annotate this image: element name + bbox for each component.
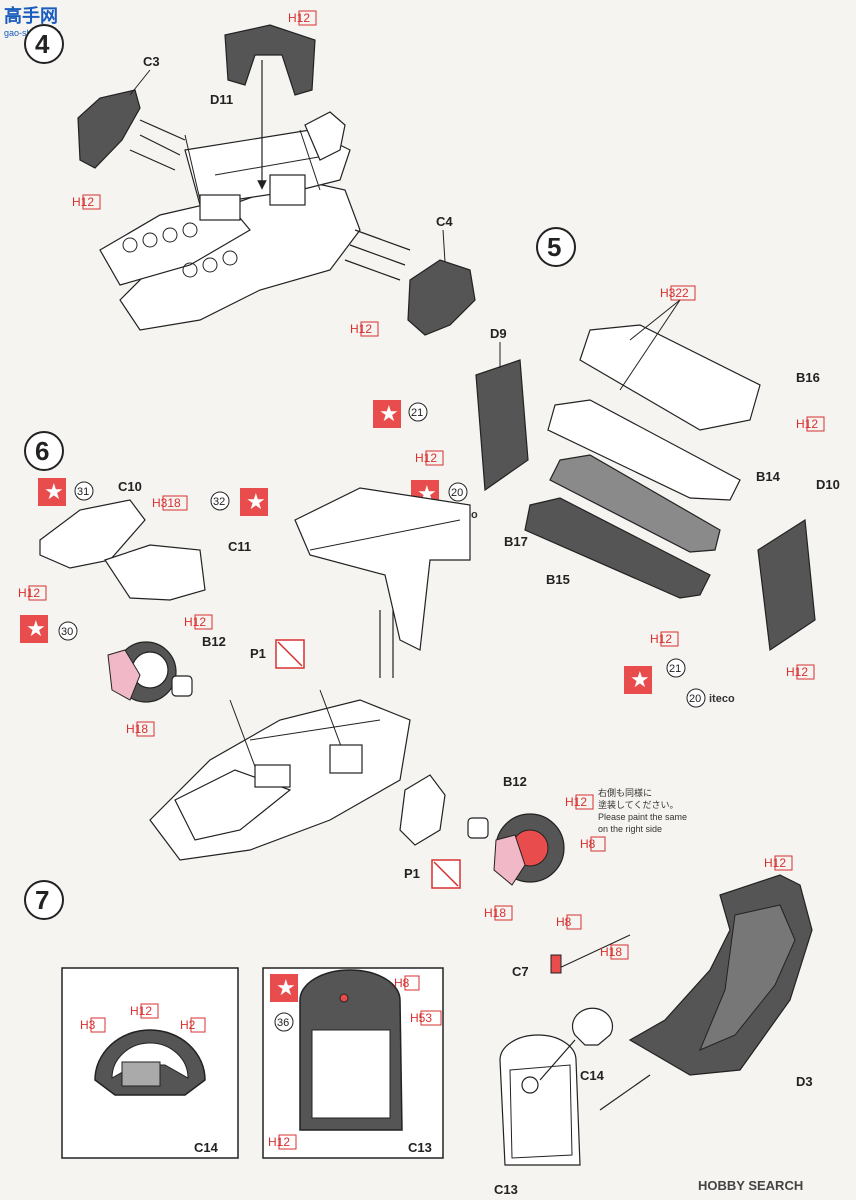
svg-text:★: ★ bbox=[44, 480, 64, 505]
note-en-1: Please paint the same bbox=[598, 812, 687, 822]
svg-text:★: ★ bbox=[630, 668, 650, 693]
color-b12-disc: H8 bbox=[580, 837, 596, 851]
step-6-number: 6 bbox=[35, 436, 49, 466]
label-c11: C11 bbox=[228, 539, 251, 554]
decal-20-d9: 20 bbox=[451, 487, 463, 499]
step-6: 6 C10 ★ 31 H318 H12 C11 32 ★ H12 ★ 30 B1… bbox=[18, 431, 687, 921]
site-logo-text: 高手网 bbox=[4, 5, 58, 26]
color-c7-top: H8 bbox=[556, 915, 572, 929]
part-d9 bbox=[475, 359, 529, 492]
color-c14-left: H3 bbox=[80, 1018, 96, 1032]
decal-20-d10: 20 bbox=[689, 693, 701, 705]
part-d11 bbox=[224, 24, 316, 96]
label-b16: B16 bbox=[796, 370, 820, 385]
label-b15: B15 bbox=[546, 572, 570, 587]
step-4: 4 D11 H12 C3 H12 C4 H12 bbox=[24, 10, 476, 337]
watermark-text: HOBBY SEARCH bbox=[698, 1178, 803, 1193]
step-5-number: 5 bbox=[547, 232, 561, 262]
label-c13: C13 bbox=[494, 1182, 518, 1197]
color-c14-right: H2 bbox=[180, 1018, 196, 1032]
label-c10: C10 bbox=[118, 479, 142, 494]
watermark: HOBBY SEARCH bbox=[698, 1178, 803, 1193]
decal-32: 32 bbox=[213, 496, 225, 508]
part-b14 bbox=[547, 399, 741, 501]
part-c13 bbox=[499, 1034, 581, 1166]
rear-wing bbox=[294, 487, 471, 651]
label-c13-detail: C13 bbox=[408, 1140, 432, 1155]
part-c14 bbox=[571, 1007, 614, 1046]
decal-21-d10: 21 bbox=[669, 663, 681, 675]
paint-star-c10 bbox=[38, 478, 66, 506]
decal-31: 31 bbox=[77, 486, 89, 498]
note-jp-1: 右側も同様に bbox=[598, 787, 652, 798]
paint-star-d10 bbox=[624, 666, 652, 694]
step-5: 5 D9 B16 H322 H12 B14 B17 B15 H12 D10 H1… bbox=[373, 227, 840, 708]
note-en-2: on the right side bbox=[598, 824, 662, 834]
part-c10 bbox=[39, 499, 146, 569]
svg-text:★: ★ bbox=[246, 490, 266, 515]
part-c11 bbox=[104, 544, 206, 601]
label-p1-left: P1 bbox=[250, 646, 266, 661]
part-b15 bbox=[524, 497, 711, 599]
step-7-number: 7 bbox=[35, 885, 49, 915]
label-c7: C7 bbox=[512, 964, 529, 979]
note-jp-2: 塗装してください。 bbox=[598, 799, 678, 810]
label-b17: B17 bbox=[504, 534, 528, 549]
label-d11: D11 bbox=[210, 92, 233, 107]
color-c10: H318 bbox=[152, 496, 181, 510]
part-b17 bbox=[549, 454, 721, 553]
paint-star-c13 bbox=[270, 974, 298, 1002]
svg-text:★: ★ bbox=[379, 402, 399, 427]
part-b16 bbox=[579, 324, 761, 431]
part-d10 bbox=[757, 518, 816, 652]
decal-30: 30 bbox=[61, 626, 73, 638]
paint-star-d9 bbox=[373, 400, 401, 428]
step-7: 7 C14 H3 H12 H2 ★ 36 H8 H53 H12 C13 C13 bbox=[24, 855, 813, 1197]
svg-text:★: ★ bbox=[276, 976, 296, 1001]
label-b12-right: B12 bbox=[503, 774, 527, 789]
decal-36: 36 bbox=[277, 1017, 289, 1029]
color-b16: H322 bbox=[660, 286, 689, 300]
label-c14: C14 bbox=[580, 1068, 605, 1083]
svg-text:★: ★ bbox=[26, 617, 46, 642]
label-c3: C3 bbox=[143, 54, 160, 69]
paint-star-30 bbox=[20, 615, 48, 643]
part-c4 bbox=[407, 259, 476, 336]
paint-star-c11 bbox=[240, 488, 268, 516]
label-p1-right: P1 bbox=[404, 866, 420, 881]
label-c4: C4 bbox=[436, 214, 453, 229]
label-d3: D3 bbox=[796, 1074, 813, 1089]
step-4-number: 4 bbox=[35, 29, 50, 59]
iteco-logo-d10: iteco bbox=[709, 693, 735, 705]
decal-21-d9: 21 bbox=[411, 407, 423, 419]
label-c14-detail: C14 bbox=[194, 1140, 219, 1155]
color-c13-top: H8 bbox=[394, 976, 410, 990]
label-b14: B14 bbox=[756, 469, 781, 484]
label-d10: D10 bbox=[816, 477, 840, 492]
label-b12-left: B12 bbox=[202, 634, 226, 649]
part-c3 bbox=[77, 89, 141, 169]
label-d9: D9 bbox=[490, 326, 507, 341]
part-d3 bbox=[628, 874, 813, 1076]
